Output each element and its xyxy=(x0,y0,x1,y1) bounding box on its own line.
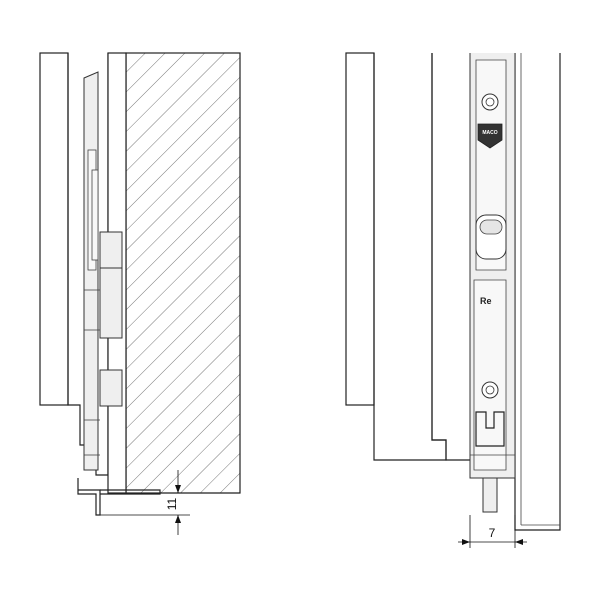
right-wall-panel xyxy=(514,53,561,531)
right-strike-plate: MACO Re xyxy=(469,53,516,479)
dimension-11: 11 xyxy=(100,470,240,535)
brand-logo-icon: MACO xyxy=(477,123,503,149)
keeper-claw xyxy=(475,411,505,447)
left-hardware-bar xyxy=(83,71,123,471)
bottom-bolt xyxy=(482,477,498,513)
dimension-7-label: 7 xyxy=(489,526,496,540)
right-sash-leaf xyxy=(431,53,470,461)
side-marking-label: Re xyxy=(480,296,492,306)
left-frame-outer xyxy=(39,52,69,406)
right-sash-profile xyxy=(373,53,447,461)
left-bottom-bracket xyxy=(77,478,161,516)
svg-text:MACO: MACO xyxy=(482,130,497,136)
right-frame-outer xyxy=(345,52,375,406)
right-front-view: MACO Re 7 xyxy=(345,52,561,548)
hatched-wall-section xyxy=(125,52,241,494)
left-section-view: 11 xyxy=(39,52,241,535)
dimension-11-label: 11 xyxy=(165,497,179,510)
dimension-7: 7 xyxy=(458,515,527,548)
